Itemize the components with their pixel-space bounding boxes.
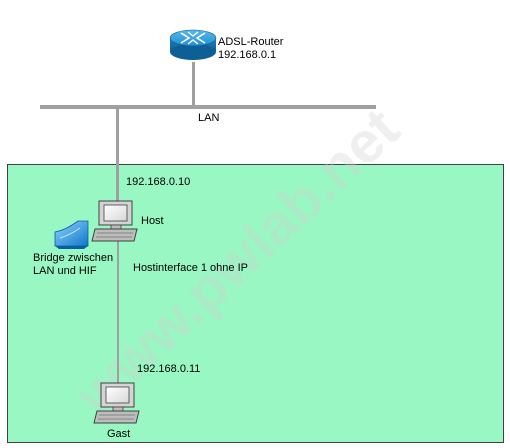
host-ip: 192.168.0.10: [126, 176, 190, 188]
router-ip: 192.168.0.1: [218, 49, 276, 61]
bridge-icon: [54, 220, 89, 249]
guest-ip: 192.168.0.11: [137, 363, 200, 375]
host-name: Host: [141, 215, 164, 227]
host-link: [116, 108, 119, 203]
router-name: ADSL-Router: [218, 36, 284, 48]
bridge-label-line1: Bridge zwischen: [33, 252, 113, 264]
hostinterface-link: [117, 240, 119, 384]
lan-label: LAN: [198, 112, 219, 124]
host-zone: [7, 164, 504, 443]
hostinterface-label: Hostinterface 1 ohne IP: [133, 262, 248, 274]
router-link: [192, 62, 195, 106]
lan-bus: [40, 105, 376, 109]
host-computer-icon: [91, 200, 138, 242]
bridge-label-line2: LAN und HIF: [33, 265, 97, 277]
guest-name: Gast: [107, 428, 130, 440]
router-icon: [169, 29, 217, 60]
guest-computer-icon: [93, 382, 140, 424]
